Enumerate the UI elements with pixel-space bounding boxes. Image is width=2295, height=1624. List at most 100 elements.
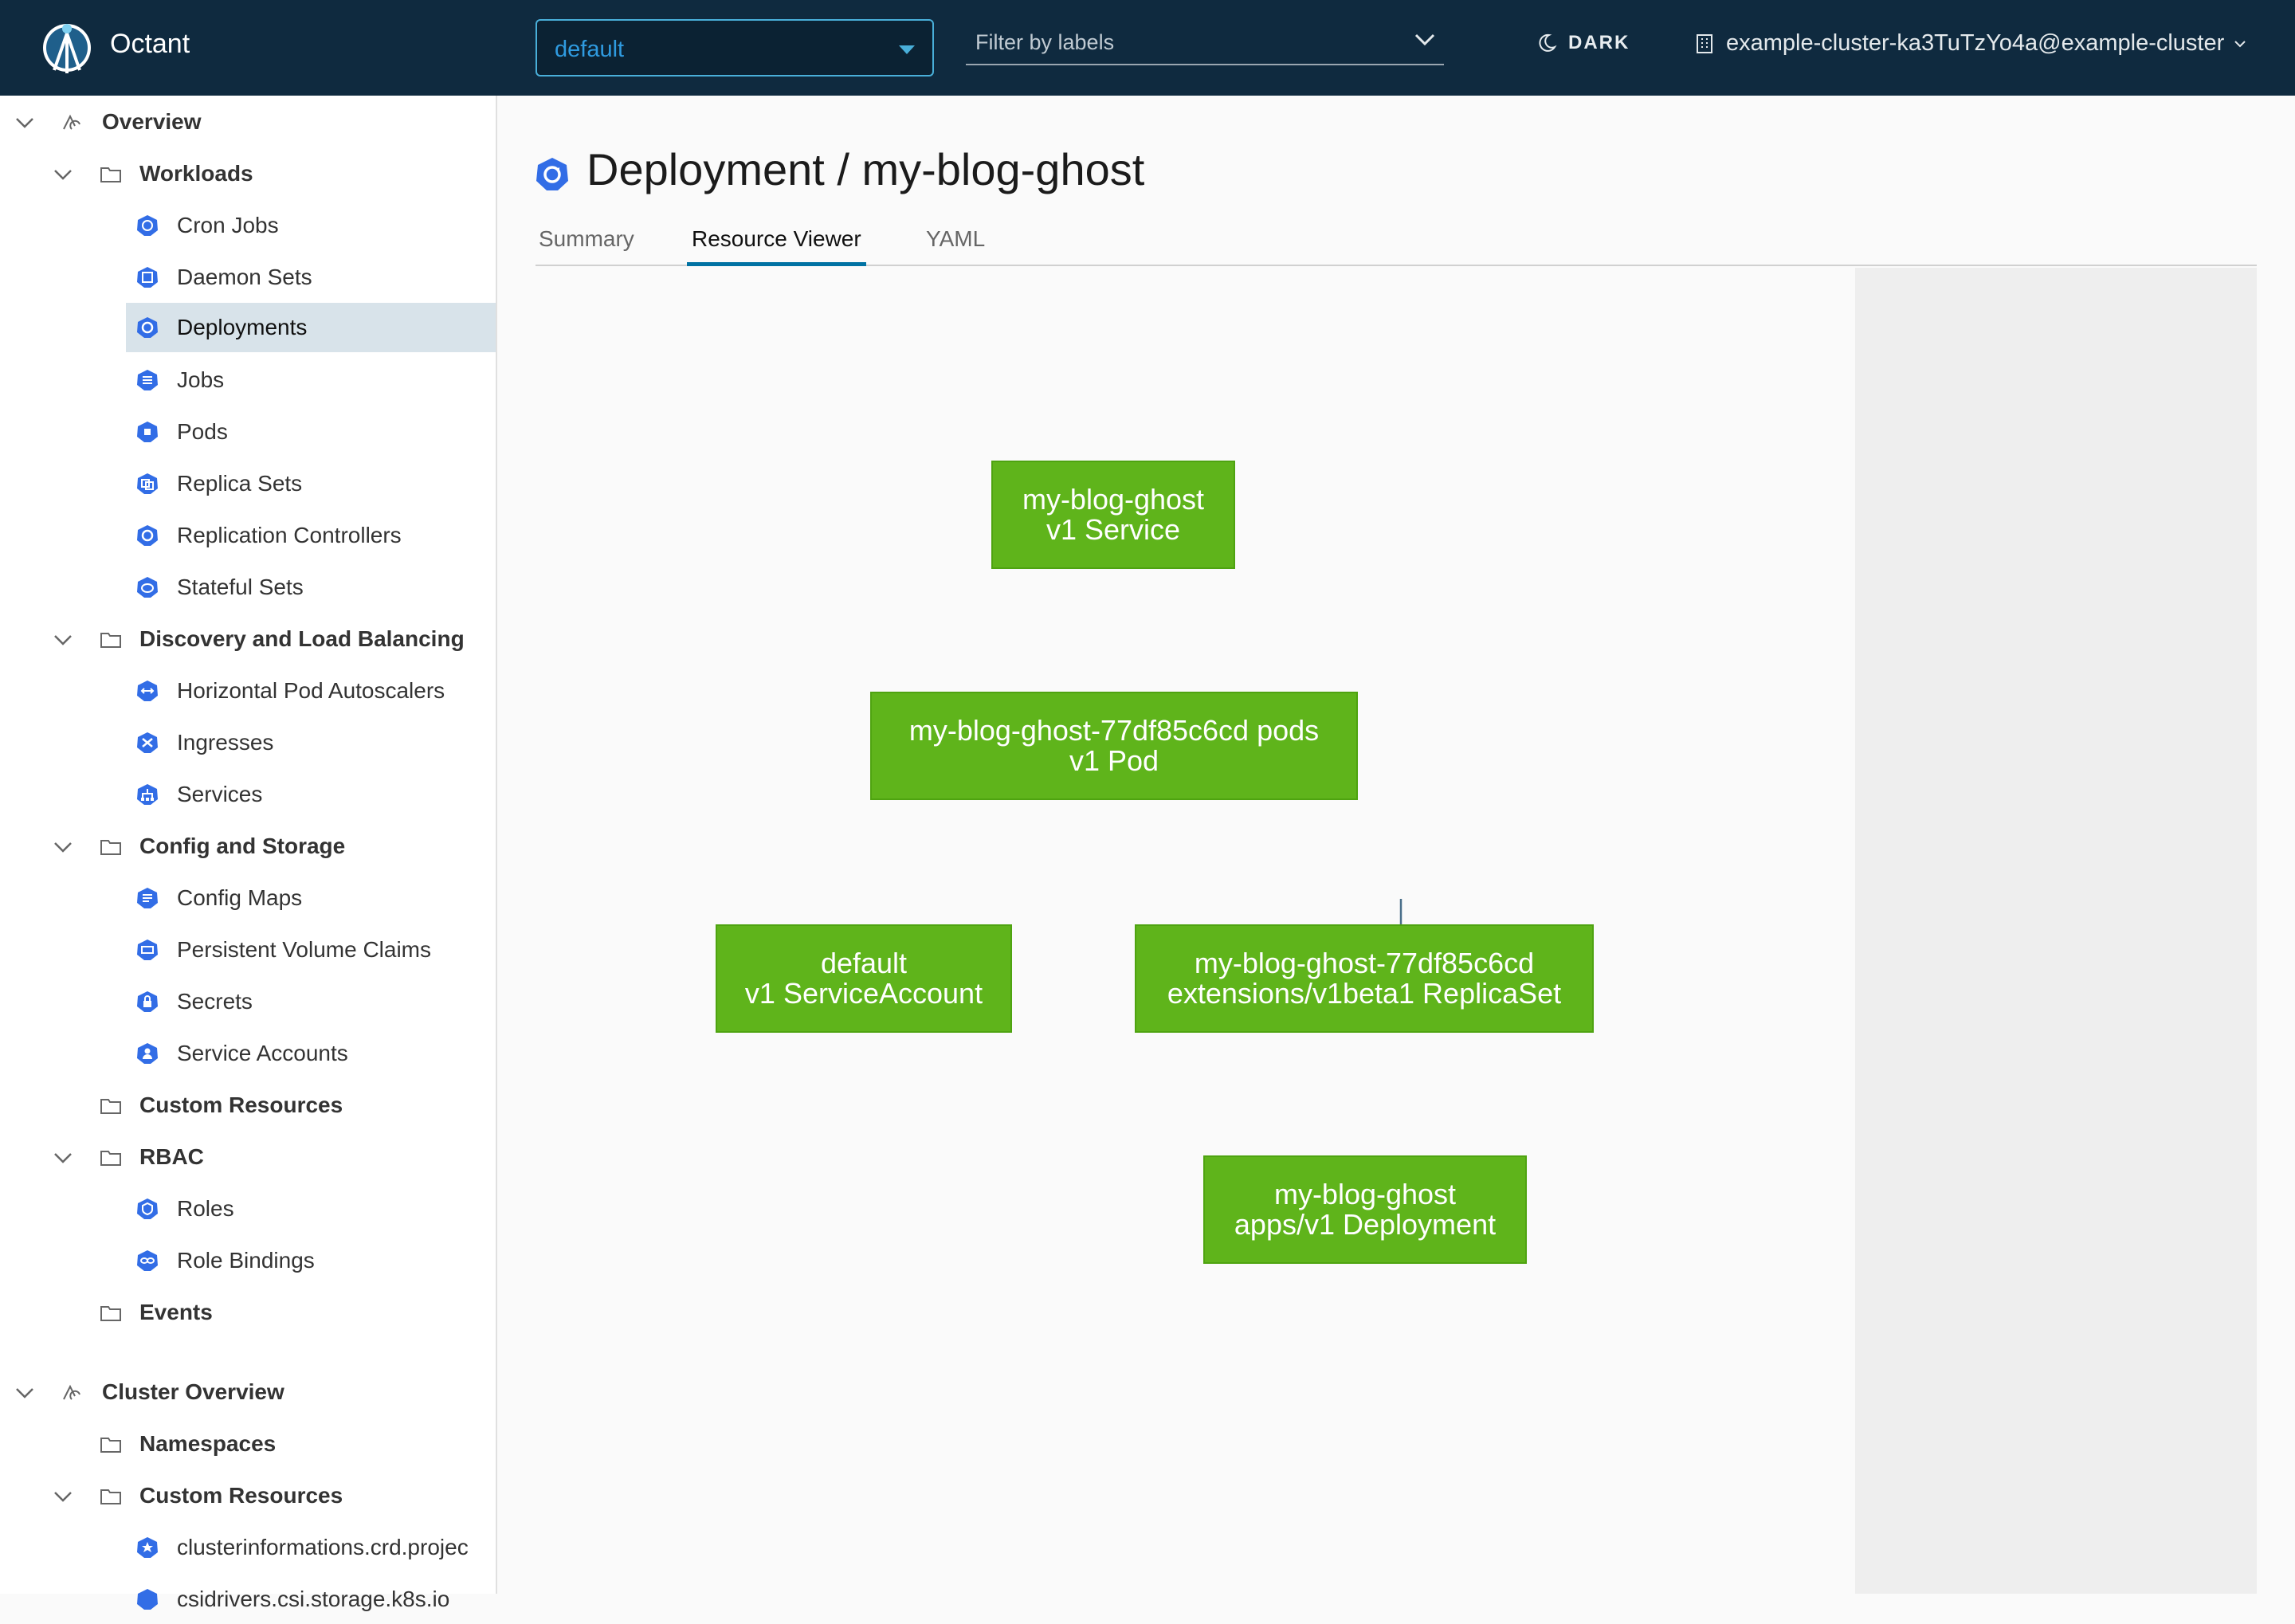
nav-crd-csidrivers[interactable]: csidrivers.csi.storage.k8s.io [0, 1575, 496, 1624]
dark-toggle-label: DARK [1568, 32, 1630, 53]
nav-stateful-sets-label: Stateful Sets [177, 575, 304, 599]
nav-cluster-custom-resources[interactable]: Custom Resources [0, 1471, 496, 1520]
node-rs-kind: extensions/v1beta1 ReplicaSet [1167, 977, 1562, 1010]
nav-replication-controllers[interactable]: Replication Controllers [0, 511, 496, 560]
nav-discovery[interactable]: Discovery and Load Balancing [0, 614, 496, 664]
nav-cluster-custom-resources-label: Custom Resources [139, 1483, 343, 1508]
nav-secrets[interactable]: Secrets [0, 977, 496, 1026]
folder-icon [100, 1489, 121, 1504]
nav-replica-sets[interactable]: Replica Sets [0, 459, 496, 508]
role-icon [137, 1198, 158, 1219]
chevron-down-icon[interactable] [1414, 32, 1436, 48]
folder-icon [100, 1438, 121, 1453]
graph-node-service[interactable]: my-blog-ghost v1 Service [991, 461, 1235, 569]
nav-daemon-sets[interactable]: Daemon Sets [0, 253, 496, 302]
nav-rbac[interactable]: RBAC [0, 1132, 496, 1182]
crd-icon [137, 1537, 158, 1558]
nav-pvc-label: Persistent Volume Claims [177, 937, 432, 962]
nav-pods-label: Pods [177, 419, 228, 444]
nav-services[interactable]: Services [0, 770, 496, 819]
configmap-icon [137, 888, 158, 908]
graph-node-replicaset[interactable]: my-blog-ghost-77df85c6cd extensions/v1be… [1135, 924, 1594, 1033]
graph-node-deployment[interactable]: my-blog-ghost apps/v1 Deployment [1203, 1155, 1527, 1264]
nav-hpa[interactable]: Horizontal Pod Autoscalers [0, 666, 496, 716]
deployment-icon [137, 317, 158, 338]
nav-jobs[interactable]: Jobs [0, 355, 496, 405]
app-title: Octant [110, 29, 190, 59]
node-pods-kind: v1 Pod [1069, 744, 1159, 777]
nav-replica-sets-label: Replica Sets [177, 471, 303, 496]
node-deploy-kind: apps/v1 Deployment [1234, 1208, 1497, 1241]
nav-ingresses[interactable]: Ingresses [0, 718, 496, 767]
overview-icon [63, 114, 80, 130]
chevron-down-icon[interactable] [53, 634, 73, 646]
nav-workloads-label: Workloads [139, 161, 253, 186]
chevron-down-icon[interactable] [14, 116, 35, 129]
top-header: Octant default DARK example-cluster-ka3T… [0, 0, 2295, 96]
nav-events-label: Events [139, 1300, 213, 1324]
statefulset-icon [137, 577, 158, 598]
tab-resource-viewer[interactable]: Resource Viewer [687, 226, 866, 266]
chevron-down-icon[interactable] [53, 1151, 73, 1164]
replication-controller-icon [137, 525, 158, 546]
cronjob-icon [137, 215, 158, 236]
tab-summary[interactable]: Summary [539, 226, 634, 251]
cluster-context-label: example-cluster-ka3TuTzYo4a@example-clus… [1726, 30, 2225, 56]
nav-pods[interactable]: Pods [0, 407, 496, 457]
node-service-kind: v1 Service [1046, 513, 1181, 546]
tab-yaml[interactable]: YAML [926, 226, 986, 251]
nav-service-accounts[interactable]: Service Accounts [0, 1029, 496, 1078]
pod-icon [137, 422, 158, 442]
main-content: Deployment / my-blog-ghost Summary Resou… [499, 96, 2295, 1594]
nav-config-maps-label: Config Maps [177, 885, 303, 910]
nav-discovery-label: Discovery and Load Balancing [139, 626, 465, 651]
nav-custom-resources-label: Custom Resources [139, 1092, 343, 1117]
resource-tabs: Summary Resource Viewer YAML [536, 220, 2257, 266]
chevron-down-icon[interactable] [53, 841, 73, 853]
pvc-icon [137, 939, 158, 960]
ingress-icon [137, 732, 158, 753]
octant-logo-icon[interactable] [40, 18, 94, 78]
nav-namespaces[interactable]: Namespaces [0, 1419, 496, 1469]
nav-roles[interactable]: Roles [0, 1184, 496, 1234]
nav-crd-clusterinformations[interactable]: clusterinformations.crd.projec [0, 1523, 496, 1572]
dark-theme-toggle[interactable]: DARK [1536, 32, 1630, 54]
chevron-down-icon[interactable] [53, 168, 73, 181]
chevron-down-icon[interactable] [53, 1490, 73, 1503]
secret-icon [137, 991, 158, 1012]
resource-viewer-canvas[interactable]: my-blog-ghost v1 Service my-blog-ghost-7… [536, 268, 1855, 1594]
namespace-select[interactable]: default [536, 19, 934, 76]
label-filter-input[interactable] [975, 30, 1390, 55]
chevron-down-icon[interactable] [14, 1387, 35, 1399]
nav-cluster-overview[interactable]: Cluster Overview [0, 1367, 496, 1417]
folder-icon [100, 167, 121, 182]
nav-overview[interactable]: Overview [0, 97, 496, 147]
chevron-down-icon [2234, 40, 2246, 47]
deployment-icon [536, 157, 568, 190]
nav-deployments[interactable]: Deployments [126, 303, 496, 352]
nav-config-storage-label: Config and Storage [139, 834, 346, 858]
nav-pvc[interactable]: Persistent Volume Claims [0, 925, 496, 975]
nav-daemon-sets-label: Daemon Sets [177, 265, 312, 289]
nav-rbac-label: RBAC [139, 1144, 204, 1169]
graph-node-pods[interactable]: my-blog-ghost-77df85c6cd pods v1 Pod [870, 692, 1358, 800]
nav-config-storage[interactable]: Config and Storage [0, 822, 496, 871]
folder-icon [100, 1306, 121, 1321]
nav-custom-resources[interactable]: Custom Resources [0, 1081, 496, 1130]
nav-stateful-sets[interactable]: Stateful Sets [0, 563, 496, 612]
namespace-value: default [555, 37, 625, 62]
folder-icon [100, 1151, 121, 1166]
service-icon [137, 784, 158, 805]
nav-role-bindings[interactable]: Role Bindings [0, 1236, 496, 1285]
nav-role-bindings-label: Role Bindings [177, 1248, 315, 1273]
nav-events[interactable]: Events [0, 1288, 496, 1337]
graph-node-serviceaccount[interactable]: default v1 ServiceAccount [716, 924, 1012, 1033]
nav-service-accounts-label: Service Accounts [177, 1041, 348, 1065]
cluster-context-menu[interactable]: example-cluster-ka3TuTzYo4a@example-clus… [1693, 30, 2246, 57]
nav-secrets-label: Secrets [177, 989, 253, 1014]
label-filter[interactable] [966, 21, 1444, 65]
nav-config-maps[interactable]: Config Maps [0, 873, 496, 923]
page-title: Deployment / my-blog-ghost [586, 144, 1145, 194]
nav-workloads[interactable]: Workloads [0, 149, 496, 198]
nav-cron-jobs[interactable]: Cron Jobs [0, 201, 496, 250]
